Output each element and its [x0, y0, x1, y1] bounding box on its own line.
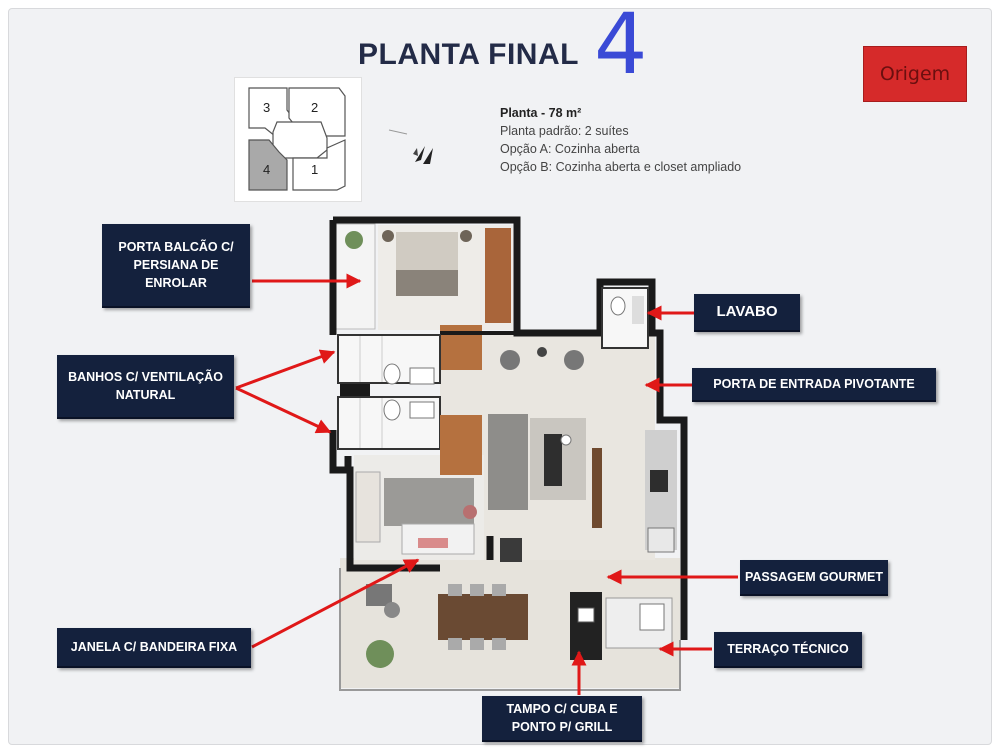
- plan-standard-label: Planta padrão:: [500, 124, 585, 138]
- label-janela: JANELA C/ BANDEIRA FIXA: [57, 628, 251, 668]
- tv-panel: [592, 448, 602, 528]
- pouf-icon: [463, 505, 477, 519]
- laundry-icon: [639, 603, 665, 631]
- unit-number: 4: [594, 0, 648, 93]
- brand-logo: Origem: [863, 46, 967, 102]
- pillow: [418, 538, 448, 548]
- plan-info: Planta - 78 m² Planta padrão: 2 suítes O…: [500, 104, 741, 176]
- lounge-chair: [366, 584, 392, 606]
- toilet-icon: [610, 296, 626, 316]
- outer-wall: [333, 216, 688, 640]
- plan-standard-value: 2 suítes: [584, 124, 629, 138]
- key-plan-unit-4: 4: [263, 162, 271, 177]
- key-plan-unit-3: 3: [263, 100, 271, 115]
- chair: [492, 638, 506, 650]
- label-banhos: BANHOS C/ VENTILAÇÃO NATURAL: [57, 355, 234, 419]
- key-plan: 3 2 4 1: [234, 77, 362, 202]
- cooktop-icon: [647, 527, 675, 553]
- wardrobe-2: [355, 471, 381, 543]
- plan-option-b: Opção B: Cozinha aberta e closet ampliad…: [500, 160, 742, 174]
- bar-cabinet: [500, 538, 522, 562]
- sink-icon: [632, 296, 644, 324]
- bed-1-blanket: [396, 270, 458, 296]
- label-lavabo: LAVABO: [694, 294, 800, 332]
- armchair: [500, 350, 520, 370]
- key-plan-unit-1: 1: [311, 162, 319, 177]
- wardrobe-1: [485, 228, 511, 323]
- key-plan-unit-2: 2: [311, 100, 319, 115]
- label-porta-balcao: PORTA BALCÃO C/ PERSIANA DE ENROLAR: [102, 224, 250, 308]
- bedroom-door-wood-2: [440, 415, 482, 475]
- sofa: [488, 414, 528, 510]
- sink-icon: [409, 367, 435, 385]
- bed-2: [384, 478, 474, 526]
- shaft: [340, 384, 370, 396]
- armchair: [564, 350, 584, 370]
- label-passagem-gourmet: PASSAGEM GOURMET: [740, 560, 888, 596]
- decor-icon: [560, 434, 572, 446]
- plan-option-a: Opção A: Cozinha aberta: [500, 142, 640, 156]
- side-table: [537, 347, 547, 357]
- lamp-icon: [460, 230, 472, 242]
- brand-logo-text: Origem: [879, 63, 951, 85]
- north-arrow-icon: [388, 129, 433, 164]
- label-terraco-tecnico: TERRAÇO TÉCNICO: [714, 632, 862, 668]
- chair: [470, 638, 484, 650]
- stove-icon: [650, 470, 668, 492]
- plant-icon: [366, 640, 394, 668]
- toilet-icon: [383, 363, 401, 385]
- grill-sink-icon: [577, 607, 595, 623]
- toilet-icon: [383, 399, 401, 421]
- label-porta-entrada: PORTA DE ENTRADA PIVOTANTE: [692, 368, 936, 402]
- key-plan-drawing: [248, 87, 346, 191]
- chair: [448, 584, 462, 596]
- plan-standard: Planta padrão: 2 suítes: [500, 122, 741, 140]
- chair: [448, 638, 462, 650]
- label-tampo: TAMPO C/ CUBA E PONTO P/ GRILL: [482, 696, 642, 742]
- grill-counter: [570, 592, 602, 660]
- plant-icon: [345, 231, 363, 249]
- chair: [492, 584, 506, 596]
- lounge-stool: [384, 602, 400, 618]
- plan-area: Planta - 78 m²: [500, 106, 582, 120]
- dining-table: [438, 594, 528, 640]
- coffee-table: [544, 434, 562, 486]
- sink-icon: [409, 401, 435, 419]
- chair: [470, 584, 484, 596]
- page-title: PLANTA FINAL: [358, 38, 579, 71]
- lamp-icon: [382, 230, 394, 242]
